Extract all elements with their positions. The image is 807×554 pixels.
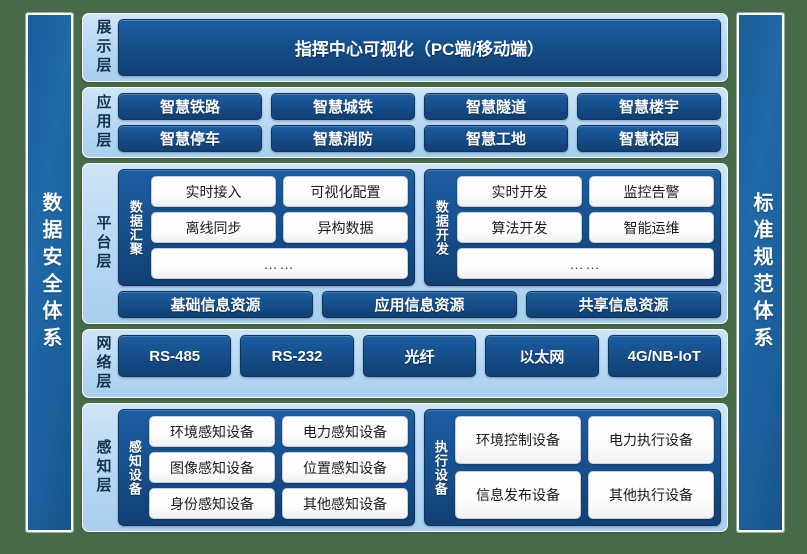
sense-item-position[interactable]: 位置感知设备 (282, 452, 408, 483)
plat-item-smart-ops[interactable]: 智能运维 (589, 212, 714, 243)
perception-group-actuator-devices: 执行设备 环境控制设备 电力执行设备 信息发布设备 其他执行设备 (424, 409, 721, 526)
platform-group-aggregation-label: 数据汇聚 (127, 199, 143, 256)
perception-group-actuator-body: 环境控制设备 电力执行设备 信息发布设备 其他执行设备 (455, 416, 714, 519)
plat-item-offline-sync[interactable]: 离线同步 (151, 212, 276, 243)
layer-display-body: 指挥中心可视化（PC端/移动端） (118, 19, 721, 76)
app-item-smart-railway[interactable]: 智慧铁路 (118, 93, 262, 120)
sense-item-image[interactable]: 图像感知设备 (149, 452, 275, 483)
platform-group-data-aggregation: 数据汇聚 实时接入 可视化配置 离线同步 异构数据 …… (118, 169, 415, 286)
network-grid: RS-485 RS-232 光纤 以太网 4G/NB-IoT (118, 335, 721, 392)
layer-application: 应用层 智慧铁路 智慧城铁 智慧隧道 智慧楼宇 智慧停车 智慧消防 智慧工地 智… (82, 87, 728, 158)
platform-group-aggregation-body: 实时接入 可视化配置 离线同步 异构数据 …… (151, 176, 408, 279)
actuator-item-power-execution[interactable]: 电力执行设备 (588, 416, 714, 464)
layer-stack: 展示层 指挥中心可视化（PC端/移动端） 应用层 智慧铁路 智慧城铁 智慧隧道 … (82, 13, 728, 532)
actuator-item-info-publish[interactable]: 信息发布设备 (455, 471, 581, 519)
layer-network: 网络层 RS-485 RS-232 光纤 以太网 4G/NB-IoT (82, 329, 728, 398)
layer-platform-body: 数据汇聚 实时接入 可视化配置 离线同步 异构数据 …… 数 (118, 169, 721, 318)
net-item-rs485[interactable]: RS-485 (118, 335, 232, 377)
plat-item-visual-config[interactable]: 可视化配置 (283, 176, 408, 207)
sense-item-other[interactable]: 其他感知设备 (282, 488, 408, 519)
resource-basic-info[interactable]: 基础信息资源 (118, 291, 313, 318)
plat-item-realtime-ingest[interactable]: 实时接入 (151, 176, 276, 207)
plat-item-monitor-alarm[interactable]: 监控告警 (589, 176, 714, 207)
app-item-smart-campus[interactable]: 智慧校园 (577, 125, 721, 152)
perception-group-sensing-label: 感知设备 (126, 439, 142, 496)
pillar-left-label: 数据安全体系 (39, 191, 61, 354)
layer-platform-label: 平台层 (94, 215, 112, 272)
plat-item-development-more[interactable]: …… (457, 248, 714, 279)
app-item-smart-firefighting[interactable]: 智慧消防 (271, 125, 415, 152)
plat-item-realtime-dev[interactable]: 实时开发 (457, 176, 582, 207)
layer-display-label: 展示层 (94, 19, 112, 76)
plat-item-heterogeneous[interactable]: 异构数据 (283, 212, 408, 243)
pillar-right-label: 标准规范体系 (750, 191, 772, 354)
app-item-smart-construction[interactable]: 智慧工地 (424, 125, 568, 152)
layer-application-body: 智慧铁路 智慧城铁 智慧隧道 智慧楼宇 智慧停车 智慧消防 智慧工地 智慧校园 (118, 93, 721, 152)
platform-group-development-body: 实时开发 监控告警 算法开发 智能运维 …… (457, 176, 714, 279)
layer-application-label: 应用层 (94, 94, 112, 151)
app-item-smart-tunnel[interactable]: 智慧隧道 (424, 93, 568, 120)
net-item-ethernet[interactable]: 以太网 (485, 335, 599, 377)
layer-network-body: RS-485 RS-232 光纤 以太网 4G/NB-IoT (118, 335, 721, 392)
perception-group-sensing-devices: 感知设备 环境感知设备 电力感知设备 图像感知设备 位置感知设备 身份感知设备 … (118, 409, 415, 526)
perception-groups: 感知设备 环境感知设备 电力感知设备 图像感知设备 位置感知设备 身份感知设备 … (118, 409, 721, 526)
display-command-center[interactable]: 指挥中心可视化（PC端/移动端） (118, 19, 721, 76)
layer-perception-body: 感知设备 环境感知设备 电力感知设备 图像感知设备 位置感知设备 身份感知设备 … (118, 409, 721, 526)
platform-group-development-label: 数据开发 (433, 199, 449, 256)
application-grid: 智慧铁路 智慧城铁 智慧隧道 智慧楼宇 智慧停车 智慧消防 智慧工地 智慧校园 (118, 93, 721, 152)
app-item-smart-urban-rail[interactable]: 智慧城铁 (271, 93, 415, 120)
pillar-standards-system: 标准规范体系 (737, 13, 784, 532)
layer-platform: 平台层 数据汇聚 实时接入 可视化配置 离线同步 异构数据 (82, 163, 728, 324)
actuator-item-environment-control[interactable]: 环境控制设备 (455, 416, 581, 464)
layer-network-label: 网络层 (94, 335, 112, 392)
resource-app-info[interactable]: 应用信息资源 (322, 291, 517, 318)
platform-resources: 基础信息资源 应用信息资源 共享信息资源 (118, 291, 721, 318)
sense-item-power[interactable]: 电力感知设备 (282, 416, 408, 447)
net-item-fiber[interactable]: 光纤 (362, 335, 477, 377)
app-item-smart-building[interactable]: 智慧楼宇 (577, 93, 721, 120)
actuator-item-other[interactable]: 其他执行设备 (588, 471, 714, 519)
resource-shared-info[interactable]: 共享信息资源 (526, 291, 721, 318)
platform-groups: 数据汇聚 实时接入 可视化配置 离线同步 异构数据 …… 数 (118, 169, 721, 286)
platform-group-data-development: 数据开发 实时开发 监控告警 算法开发 智能运维 …… (424, 169, 721, 286)
plat-item-algorithm-dev[interactable]: 算法开发 (457, 212, 582, 243)
sense-item-environment[interactable]: 环境感知设备 (149, 416, 275, 447)
layer-perception: 感知层 感知设备 环境感知设备 电力感知设备 图像感知设备 位置感知设备 (82, 403, 728, 532)
layer-perception-label: 感知层 (94, 439, 112, 496)
layer-display: 展示层 指挥中心可视化（PC端/移动端） (82, 13, 728, 82)
perception-group-sensing-body: 环境感知设备 电力感知设备 图像感知设备 位置感知设备 身份感知设备 其他感知设… (149, 416, 408, 519)
net-item-rs232[interactable]: RS-232 (240, 335, 354, 377)
sense-item-identity[interactable]: 身份感知设备 (149, 488, 275, 519)
plat-item-aggregation-more[interactable]: …… (151, 248, 408, 279)
perception-group-actuator-label: 执行设备 (432, 439, 448, 496)
pillar-data-security: 数据安全体系 (26, 13, 73, 532)
app-item-smart-parking[interactable]: 智慧停车 (118, 125, 262, 152)
net-item-4g-nbiot[interactable]: 4G/NB-IoT (607, 335, 721, 377)
